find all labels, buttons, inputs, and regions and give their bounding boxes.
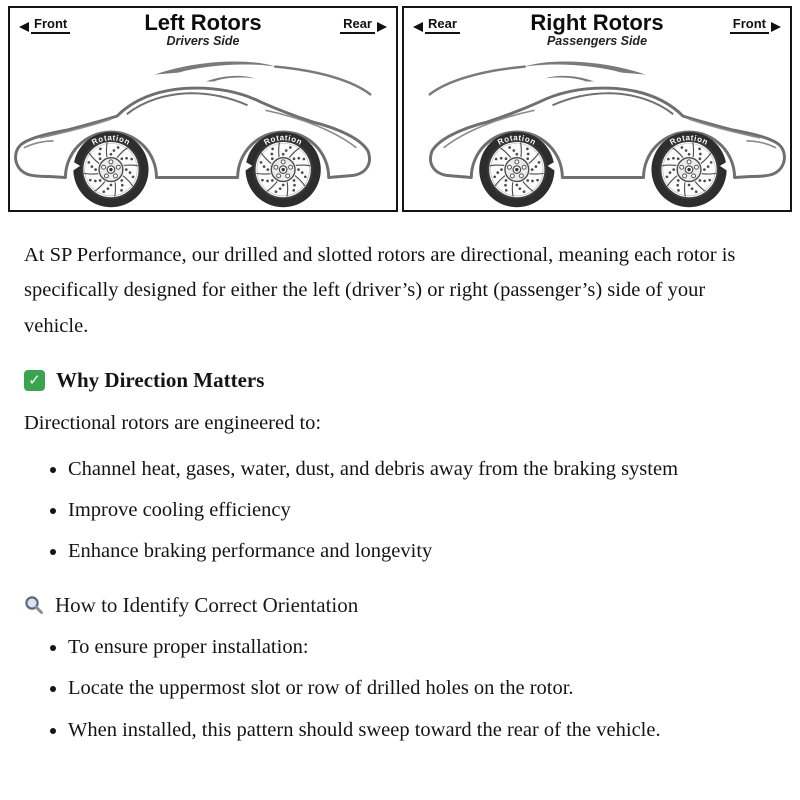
list-item: To ensure proper installation: [68, 630, 768, 664]
list-item: Channel heat, gases, water, dust, and de… [68, 452, 768, 486]
arrow-right-icon [771, 22, 781, 32]
rotation-arrow-icon [244, 161, 253, 172]
heading-text: Why Direction Matters [56, 367, 265, 392]
direction-label: Front [31, 16, 71, 34]
direction-label: Rear [425, 16, 460, 34]
rear-direction-indicator: Rear [413, 16, 460, 34]
rotation-label-front: Rotation [668, 133, 710, 147]
panel-subtitle: Drivers Side [166, 34, 240, 49]
article: At SP Performance, our drilled and slott… [0, 216, 800, 747]
list-item: Improve cooling efficiency [68, 493, 768, 527]
arrow-left-icon [413, 22, 423, 32]
panel-titles: Right Rotors Passengers Side [404, 8, 790, 48]
list-item: Locate the uppermost slot or row of dril… [68, 671, 768, 705]
rear-direction-indicator: Rear [340, 16, 387, 34]
rotation-label-rear: Rotation [262, 133, 304, 147]
front-direction-indicator: Front [19, 16, 71, 34]
section-heading-identify-orientation: How to Identify Correct Orientation [24, 593, 774, 618]
page: Front Left Rotors Drivers Side Rear Rota… [0, 0, 800, 747]
list-item: When installed, this pattern should swee… [68, 713, 768, 747]
direction-label: Rear [340, 16, 375, 34]
rotation-label-rear: Rotation [496, 133, 538, 147]
left-side-car-illustration: Rotation Rotation [10, 50, 396, 212]
rotor-direction-diagram: Front Left Rotors Drivers Side Rear Rota… [0, 0, 800, 216]
orientation-list: To ensure proper installation: Locate th… [24, 630, 774, 747]
rotation-arrow-icon [719, 161, 729, 172]
magnifier-icon [25, 596, 43, 615]
check-mark-icon [24, 369, 45, 391]
intro-paragraph: At SP Performance, our drilled and slott… [24, 244, 736, 337]
rotation-arrow-icon [71, 161, 81, 172]
lead-paragraph: Directional rotors are engineered to: [24, 411, 322, 434]
direction-label: Front [729, 16, 769, 34]
section-heading-why-direction-matters: Why Direction Matters [24, 368, 774, 393]
benefits-list: Channel heat, gases, water, dust, and de… [24, 452, 774, 569]
heading-text: How to Identify Correct Orientation [55, 592, 359, 617]
left-rotors-panel: Front Left Rotors Drivers Side Rear Rota… [8, 6, 398, 212]
right-rotors-panel: Rear Right Rotors Passengers Side Front … [402, 6, 792, 212]
panel-titles: Left Rotors Drivers Side [10, 8, 396, 48]
panel-title: Right Rotors [530, 10, 664, 35]
list-item: Enhance braking performance and longevit… [68, 534, 768, 568]
rotation-label-front: Rotation [90, 133, 132, 147]
right-side-car-illustration: Rotation Rotation [404, 50, 790, 212]
rotation-arrow-icon [547, 161, 556, 172]
arrow-left-icon [19, 22, 29, 32]
panel-title: Left Rotors [144, 10, 262, 35]
arrow-right-icon [377, 22, 387, 32]
panel-subtitle: Passengers Side [546, 34, 648, 49]
front-direction-indicator: Front [729, 16, 781, 34]
